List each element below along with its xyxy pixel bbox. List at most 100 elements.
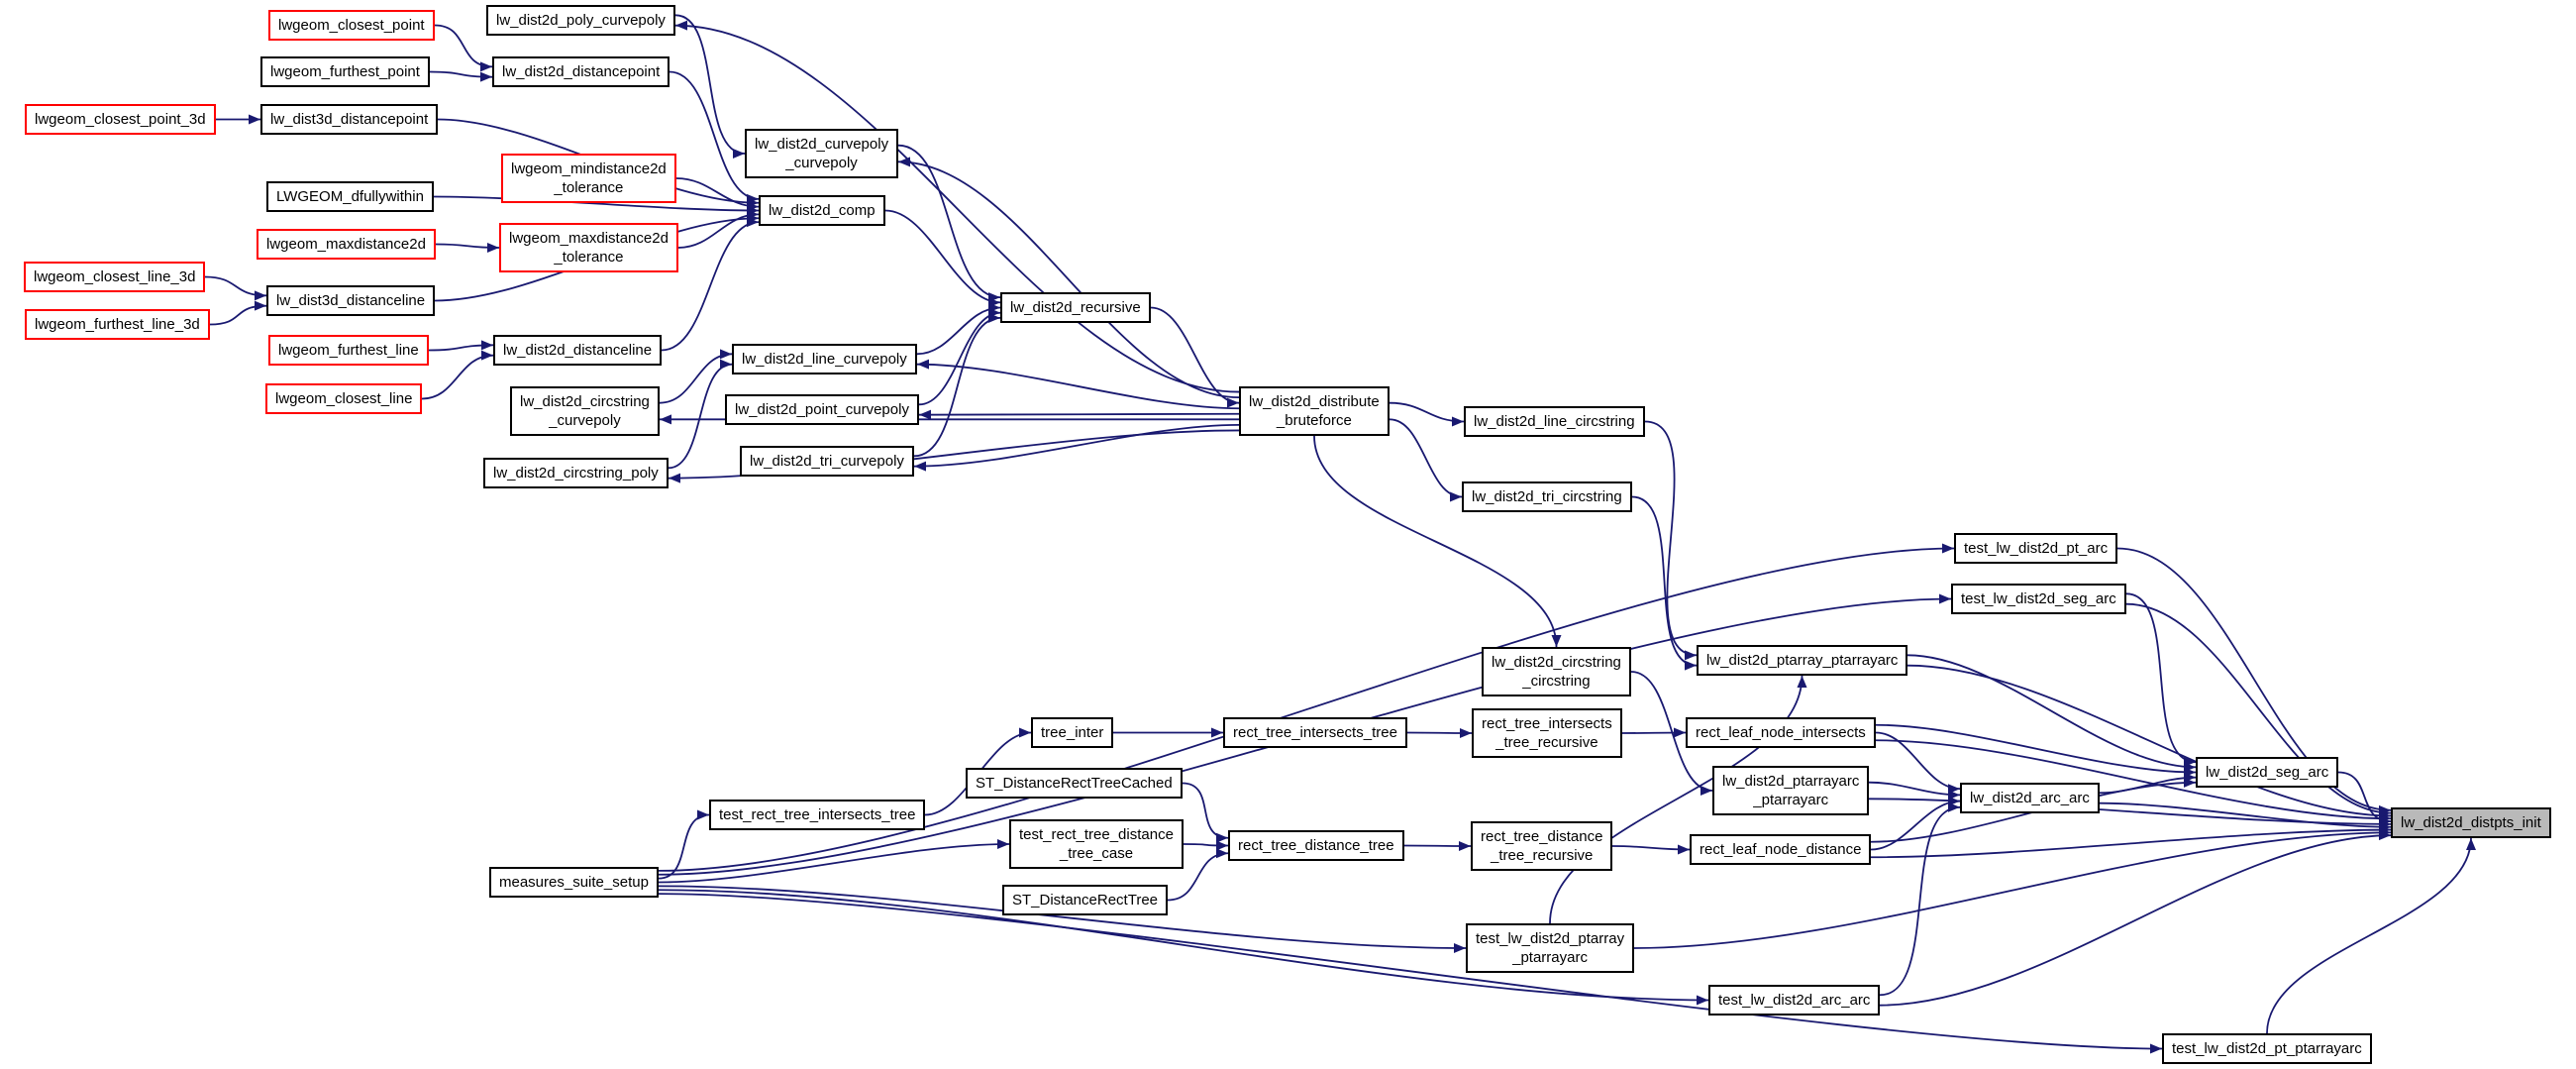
node-lw_dist2d_recursive[interactable]: lw_dist2d_recursive <box>1000 292 1151 323</box>
edge-test_rect_tree_distance_tree_case-to-rect_tree_distance_tree <box>1183 840 1229 851</box>
node-lwgeom_closest_point[interactable]: lwgeom_closest_point <box>268 10 435 41</box>
edge-lw_dist2d_distribute_bruteforce-to-lw_dist2d_tri_curvepoly <box>913 423 1240 472</box>
edge-ST_DistanceRectTreeCached-to-rect_tree_distance_tree <box>1182 782 1229 843</box>
edge-test_lw_dist2d_ptarray_ptarrayarc-to-lw_dist2d_ptarray_ptarrayarc <box>1549 675 1807 924</box>
edge-lw_dist2d_distribute_bruteforce-to-lw_dist2d_circstring_circstring <box>1313 435 1562 648</box>
node-lw_dist2d_circstring_poly[interactable]: lw_dist2d_circstring_poly <box>483 458 669 488</box>
node-lw_dist2d_ptarrayarc_ptarrayarc[interactable]: lw_dist2d_ptarrayarc _ptarrayarc <box>1712 766 1870 815</box>
node-test_rect_tree_distance_tree_case[interactable]: test_rect_tree_distance _tree_case <box>1009 819 1184 869</box>
edge-lw_dist2d_arc_arc-to-lw_dist2d_distpts_init <box>2099 802 2392 832</box>
edge-measures_suite_setup-to-test_lw_dist2d_ptarray_ptarrayarc <box>658 885 1467 953</box>
node-lw_dist2d_distanceline[interactable]: lw_dist2d_distanceline <box>493 335 663 366</box>
edge-lwgeom_closest_line_3d-to-lw_dist3d_distanceline <box>204 275 267 301</box>
node-lw_dist2d_distancepoint[interactable]: lw_dist2d_distancepoint <box>492 56 670 87</box>
node-lw_dist2d_line_circstring[interactable]: lw_dist2d_line_circstring <box>1464 406 1645 437</box>
node-tree_inter[interactable]: tree_inter <box>1031 717 1114 748</box>
node-lw_dist2d_circstring_circstring[interactable]: lw_dist2d_circstring _circstring <box>1482 647 1631 696</box>
edge-lw_dist2d_poly_curvepoly-to-lw_dist2d_curvepoly_curvepoly <box>674 14 746 159</box>
edge-lw_dist2d_distancepoint-to-lw_dist2d_comp <box>669 70 760 204</box>
edge-rect_leaf_node_intersects-to-lw_dist2d_seg_arc <box>1875 723 2197 778</box>
node-rect_leaf_node_distance[interactable]: rect_leaf_node_distance <box>1690 834 1872 865</box>
edge-rect_leaf_node_distance-to-lw_dist2d_distpts_init <box>1870 824 2392 859</box>
edge-test_lw_dist2d_seg_arc-to-lw_dist2d_seg_arc <box>2125 592 2197 768</box>
node-lw_dist2d_line_curvepoly[interactable]: lw_dist2d_line_curvepoly <box>732 344 917 374</box>
node-rect_tree_distance_tree[interactable]: rect_tree_distance_tree <box>1228 830 1404 861</box>
node-lwgeom_furthest_line[interactable]: lwgeom_furthest_line <box>268 335 429 366</box>
node-lwgeom_furthest_point[interactable]: lwgeom_furthest_point <box>260 56 430 87</box>
edge-LWGEOM_dfullywithin-to-lw_dist2d_comp <box>433 195 760 216</box>
node-lw_dist2d_ptarray_ptarrayarc[interactable]: lw_dist2d_ptarray_ptarrayarc <box>1697 645 1908 676</box>
edge-lw_dist2d_point_curvepoly-to-lw_dist2d_recursive <box>918 307 1001 406</box>
edge-lw_dist2d_distribute_bruteforce-to-lw_dist2d_point_curvepoly <box>918 409 1240 420</box>
node-test_lw_dist2d_ptarray_ptarrayarc[interactable]: test_lw_dist2d_ptarray _ptarrayarc <box>1466 923 1635 973</box>
node-lw_dist2d_comp[interactable]: lw_dist2d_comp <box>759 195 885 226</box>
edge-lw_dist2d_comp-to-lw_dist2d_recursive <box>884 209 1001 308</box>
edge-lwgeom_furthest_point-to-lw_dist2d_distancepoint <box>429 70 493 82</box>
node-lwgeom_maxdistance2d_tolerance[interactable]: lwgeom_maxdistance2d _tolerance <box>499 223 678 272</box>
edge-lw_dist2d_line_circstring-to-lw_dist2d_ptarray_ptarrayarc <box>1644 420 1698 661</box>
node-lw_dist2d_curvepoly_curvepoly[interactable]: lw_dist2d_curvepoly _curvepoly <box>745 129 899 178</box>
node-test_rect_tree_intersects_tree[interactable]: test_rect_tree_intersects_tree <box>709 800 926 830</box>
edge-measures_suite_setup-to-test_lw_dist2d_arc_arc <box>658 889 1709 1006</box>
edge-lw_dist2d_ptarray_ptarrayarc-to-lw_dist2d_distpts_init <box>1906 664 2392 821</box>
node-lwgeom_furthest_line_3d[interactable]: lwgeom_furthest_line_3d <box>25 309 210 340</box>
edge-lw_dist2d_ptarrayarc_ptarrayarc-to-lw_dist2d_arc_arc <box>1868 781 1961 801</box>
edge-lwgeom_maxdistance2d-to-lwgeom_maxdistance2d_tolerance <box>435 242 500 253</box>
edge-lw_dist2d_circstring_circstring-to-lw_dist2d_ptarrayarc_ptarrayarc <box>1630 671 1713 796</box>
edge-measures_suite_setup-to-test_lw_dist2d_pt_ptarrayarc <box>658 893 2163 1054</box>
node-measures_suite_setup[interactable]: measures_suite_setup <box>489 867 659 898</box>
edge-lw_dist2d_line_curvepoly-to-lw_dist2d_recursive <box>916 302 1001 356</box>
edge-lwgeom_furthest_line_3d-to-lw_dist3d_distanceline <box>209 300 267 326</box>
edge-rect_leaf_node_intersects-to-lw_dist2d_distpts_init <box>1875 739 2392 824</box>
node-lw_dist3d_distancepoint[interactable]: lw_dist3d_distancepoint <box>260 104 439 135</box>
edge-rect_tree_distance_tree-to-rect_tree_distance_tree_recursive <box>1403 840 1472 851</box>
edge-lwgeom_furthest_line-to-lw_dist2d_distanceline <box>428 340 494 352</box>
edge-test_lw_dist2d_arc_arc-to-lw_dist2d_distpts_init <box>1879 830 2392 1007</box>
node-test_lw_dist2d_seg_arc[interactable]: test_lw_dist2d_seg_arc <box>1951 584 2126 614</box>
edge-lw_dist2d_tri_curvepoly-to-lw_dist2d_recursive <box>913 312 1001 458</box>
edge-lw_dist2d_distribute_bruteforce-to-lw_dist2d_poly_curvepoly <box>674 20 1240 393</box>
edge-lwgeom_closest_line-to-lw_dist2d_distanceline <box>421 350 494 400</box>
node-lw_dist3d_distanceline[interactable]: lw_dist3d_distanceline <box>266 285 436 316</box>
edge-lw_dist2d_distribute_bruteforce-to-lw_dist2d_tri_circstring <box>1389 418 1463 502</box>
node-lwgeom_closest_line[interactable]: lwgeom_closest_line <box>265 383 423 414</box>
node-rect_tree_intersects_tree_recursive[interactable]: rect_tree_intersects _tree_recursive <box>1472 708 1622 758</box>
node-lwgeom_closest_line_3d[interactable]: lwgeom_closest_line_3d <box>24 262 206 292</box>
node-lw_dist2d_point_curvepoly[interactable]: lw_dist2d_point_curvepoly <box>725 394 919 425</box>
node-lw_dist2d_arc_arc[interactable]: lw_dist2d_arc_arc <box>1960 783 2100 813</box>
node-rect_tree_intersects_tree[interactable]: rect_tree_intersects_tree <box>1223 717 1407 748</box>
node-lw_dist2d_tri_circstring[interactable]: lw_dist2d_tri_circstring <box>1462 481 1632 512</box>
node-lwgeom_mindistance2d_tolerance[interactable]: lwgeom_mindistance2d _tolerance <box>501 154 676 203</box>
node-ST_DistanceRectTreeCached[interactable]: ST_DistanceRectTreeCached <box>966 768 1183 799</box>
edge-rect_tree_distance_tree_recursive-to-rect_leaf_node_distance <box>1611 844 1691 855</box>
node-lw_dist2d_poly_curvepoly[interactable]: lw_dist2d_poly_curvepoly <box>486 5 675 36</box>
edge-lw_dist2d_distribute_bruteforce-to-lw_dist2d_line_circstring <box>1389 401 1465 427</box>
node-rect_tree_distance_tree_recursive[interactable]: rect_tree_distance _tree_recursive <box>1471 821 1613 871</box>
edge-test_lw_dist2d_pt_arc-to-lw_dist2d_distpts_init <box>2116 547 2392 815</box>
edge-rect_tree_intersects_tree-to-rect_tree_intersects_tree_recursive <box>1406 727 1473 738</box>
edge-rect_leaf_node_intersects-to-lw_dist2d_arc_arc <box>1875 731 1961 795</box>
edge-lwgeom_closest_point-to-lw_dist2d_distancepoint <box>434 24 493 72</box>
node-test_lw_dist2d_pt_ptarrayarc[interactable]: test_lw_dist2d_pt_ptarrayarc <box>2162 1033 2372 1064</box>
node-ST_DistanceRectTree[interactable]: ST_DistanceRectTree <box>1002 885 1168 915</box>
edge-lw_dist2d_curvepoly_curvepoly-to-lw_dist2d_recursive <box>897 144 1001 303</box>
edge-test_lw_dist2d_seg_arc-to-lw_dist2d_distpts_init <box>2125 602 2392 818</box>
edge-lw_dist2d_distribute_bruteforce-to-lw_dist2d_curvepoly_curvepoly <box>897 157 1240 399</box>
edge-lw_dist2d_circstring_curvepoly-to-lw_dist2d_line_curvepoly <box>659 349 733 404</box>
node-lw_dist2d_distribute_bruteforce[interactable]: lw_dist2d_distribute _bruteforce <box>1239 386 1390 436</box>
node-LWGEOM_dfullywithin[interactable]: LWGEOM_dfullywithin <box>266 181 434 212</box>
node-lwgeom_closest_point_3d[interactable]: lwgeom_closest_point_3d <box>25 104 216 135</box>
node-lw_dist2d_seg_arc[interactable]: lw_dist2d_seg_arc <box>2196 757 2339 788</box>
node-test_lw_dist2d_arc_arc[interactable]: test_lw_dist2d_arc_arc <box>1708 985 1881 1016</box>
node-rect_leaf_node_intersects[interactable]: rect_leaf_node_intersects <box>1686 717 1876 748</box>
node-lwgeom_maxdistance2d[interactable]: lwgeom_maxdistance2d <box>257 229 436 260</box>
node-lw_dist2d_circstring_curvepoly[interactable]: lw_dist2d_circstring _curvepoly <box>510 386 660 436</box>
edge-lw_dist2d_ptarray_ptarrayarc-to-lw_dist2d_seg_arc <box>1906 654 2197 773</box>
node-test_lw_dist2d_pt_arc[interactable]: test_lw_dist2d_pt_arc <box>1954 533 2118 564</box>
edge-lw_dist2d_distanceline-to-lw_dist2d_comp <box>661 217 760 352</box>
edge-lw_dist2d_recursive-to-lw_dist2d_distribute_bruteforce <box>1150 306 1240 408</box>
edge-lw_dist2d_distribute_bruteforce-to-lw_dist2d_line_curvepoly <box>916 359 1240 410</box>
node-lw_dist2d_tri_curvepoly[interactable]: lw_dist2d_tri_curvepoly <box>740 446 914 477</box>
